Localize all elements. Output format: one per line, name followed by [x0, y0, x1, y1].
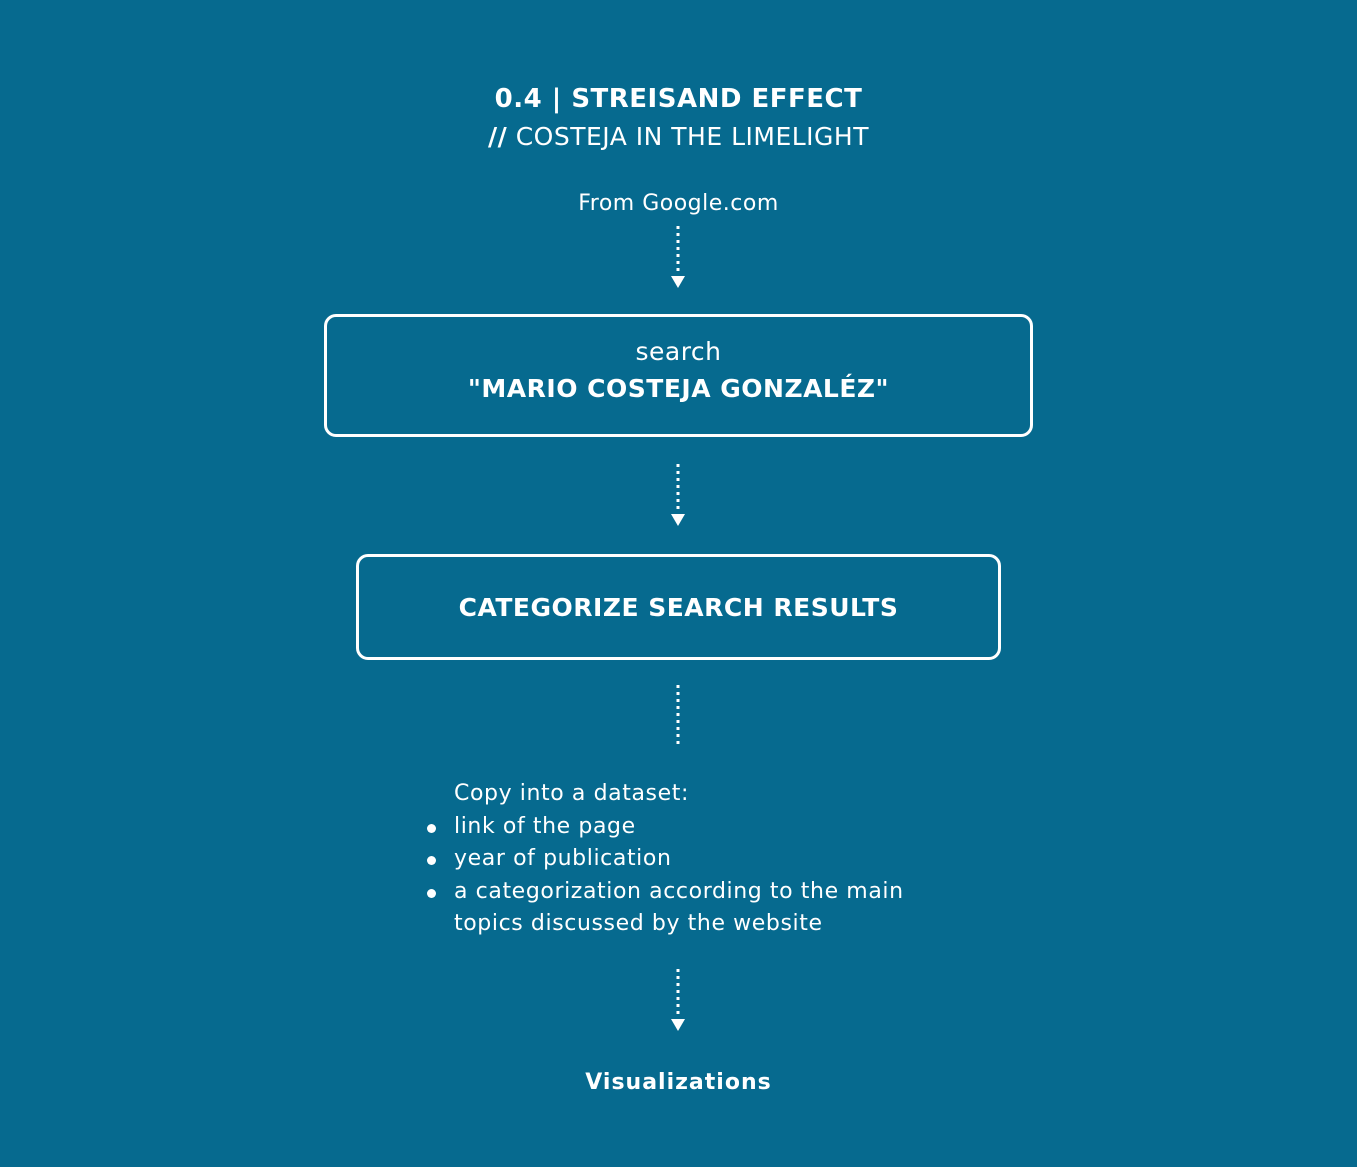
arrow-down-icon	[671, 464, 685, 526]
search-step-verb: search	[635, 337, 722, 366]
subtitle-text: COSTEJA IN THE LIMELIGHT	[507, 122, 869, 151]
subtitle-prefix: //	[487, 122, 508, 151]
bullet-icon	[427, 823, 436, 833]
categorize-step-label: CATEGORIZE SEARCH RESULTS	[458, 593, 899, 622]
bullet-icon	[427, 856, 436, 865]
categorize-step-box: CATEGORIZE SEARCH RESULTS	[356, 554, 1001, 660]
source-label: From Google.com	[578, 191, 779, 216]
search-step-box: search "MARIO COSTEJA GONZALÉZ"	[324, 314, 1033, 437]
arrow-down-icon	[671, 969, 685, 1031]
arrow-down-icon	[671, 226, 685, 288]
output-label: Visualizations	[585, 1070, 772, 1095]
diagram-title: 0.4 | STREISAND EFFECT	[494, 84, 863, 114]
dataset-field-list: link of the page year of publication a c…	[420, 811, 980, 941]
list-item: year of publication	[420, 843, 980, 876]
dataset-instructions: Copy into a dataset: link of the page ye…	[420, 778, 980, 941]
dotted-connector	[676, 685, 680, 747]
list-item: link of the page	[420, 811, 980, 844]
bullet-icon	[427, 888, 436, 898]
diagram-subtitle: // COSTEJA IN THE LIMELIGHT	[0, 122, 1357, 151]
search-step-query: "MARIO COSTEJA GONZALÉZ"	[467, 374, 890, 403]
dataset-intro: Copy into a dataset:	[454, 781, 689, 806]
list-item: a categorization according to the main t…	[420, 876, 934, 941]
